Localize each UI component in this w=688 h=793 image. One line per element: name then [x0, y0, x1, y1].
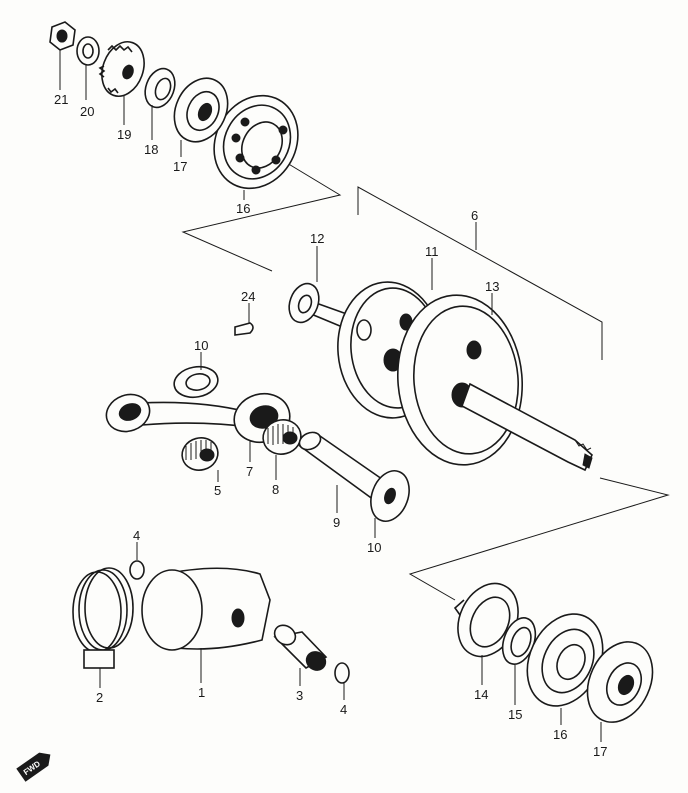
- forward-arrow-icon: [16, 752, 51, 782]
- callout-23: 21: [54, 92, 68, 107]
- bearing-19: [173, 77, 229, 143]
- callout-18: 16: [236, 201, 250, 216]
- callout-2: 2: [96, 690, 103, 705]
- forward-direction-badge: FWD: [16, 752, 51, 782]
- callout-labels: 21 20 19 18 17 16 6 12 11 13 24 10 5 7 8…: [54, 92, 607, 759]
- callout-3: 3: [296, 688, 303, 703]
- callout-19: 17: [173, 159, 187, 174]
- callout-9: 9: [333, 515, 340, 530]
- callout-17: 17: [593, 744, 607, 759]
- spacer-20: [144, 67, 176, 109]
- callout-7: 7: [246, 464, 253, 479]
- bearing-18: [213, 94, 299, 190]
- callout-11: 11: [425, 244, 439, 259]
- crank-web-12: [396, 294, 524, 466]
- crank-pin-9: [298, 431, 394, 502]
- washer-22: [76, 36, 100, 66]
- callout-14: 14: [474, 687, 488, 702]
- callout-15: 15: [508, 707, 522, 722]
- callout-20: 18: [144, 142, 158, 157]
- callout-10-upper: 10: [194, 338, 208, 353]
- needle-bearing-8: [262, 419, 302, 455]
- callout-4-upper: 4: [133, 528, 140, 543]
- callout-4-lower: 4: [340, 702, 347, 717]
- callout-8: 8: [272, 482, 279, 497]
- crankshaft-right-shaft: [461, 382, 593, 472]
- callout-1: 1: [198, 685, 205, 700]
- callout-12: 13: [485, 279, 499, 294]
- assembly-brackets: [181, 156, 670, 601]
- piston-1: [141, 567, 271, 651]
- callout-10-lower: 10: [367, 540, 381, 555]
- callout-6: 6: [471, 208, 478, 223]
- callout-21: 19: [117, 127, 131, 142]
- nut-23: [49, 21, 76, 51]
- oil-seal-17: [586, 641, 654, 723]
- thrust-washer-10-upper: [173, 365, 219, 399]
- gear-21: [98, 41, 145, 97]
- piston-pin-3: [273, 624, 328, 671]
- callout-leaders: [59, 50, 602, 742]
- callout-22: 20: [80, 104, 94, 119]
- callout-5: 5: [214, 483, 221, 498]
- woodruff-key-24: [234, 322, 254, 336]
- washer-13: [288, 282, 320, 324]
- callout-16: 16: [553, 727, 567, 742]
- callout-13: 12: [310, 231, 324, 246]
- thrust-washer-10-lower: [370, 470, 410, 522]
- circlip-4-upper: [129, 560, 145, 580]
- needle-bearing-5: [181, 437, 219, 471]
- circlip-4-lower: [334, 662, 350, 684]
- piston-rings-2: [72, 567, 134, 669]
- callout-24: 24: [241, 289, 255, 304]
